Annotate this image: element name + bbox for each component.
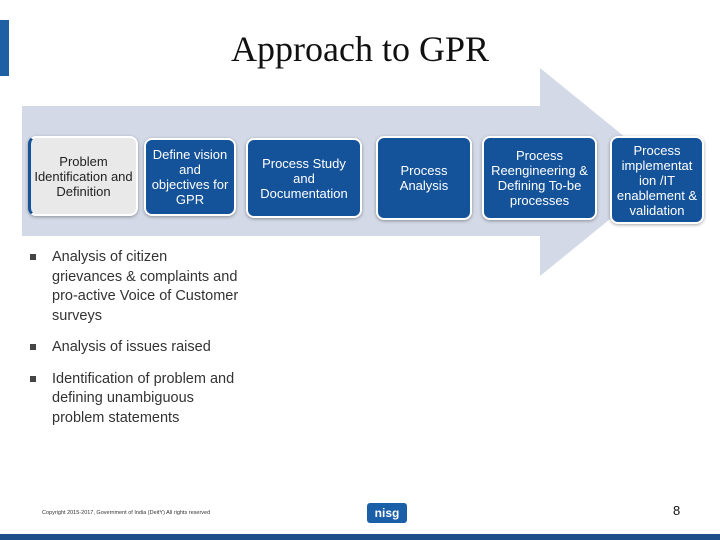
step-label: Problem Identification and Definition	[34, 153, 133, 199]
bottom-accent-bar	[0, 534, 720, 540]
step-label: Define vision and objectives for GPR	[151, 147, 229, 207]
step-label: Process Analysis	[399, 163, 449, 193]
list-item: Identification of problem and defining u…	[30, 370, 240, 429]
page-number: 8	[673, 503, 681, 518]
left-accent-bar	[0, 20, 9, 76]
bullet-text: Analysis of issues raised	[52, 339, 211, 355]
bullet-square-icon	[30, 254, 36, 260]
copyright-text: Copyright 2015-2017, Government of India…	[42, 510, 211, 516]
step-problem-identification[interactable]: Problem Identification and Definition	[28, 136, 138, 216]
bullet-text: Identification of problem and defining u…	[52, 370, 235, 426]
step-process-analysis[interactable]: Process Analysis	[376, 136, 472, 220]
step-process-reengineering[interactable]: Process Reengineering & Defining To-be p…	[482, 136, 597, 220]
step-process-implementation[interactable]: Process implementat ion /IT enablement &…	[610, 136, 704, 224]
bullet-square-icon	[30, 344, 36, 350]
bullet-list: Analysis of citizen grievances & complai…	[30, 248, 240, 440]
step-process-study[interactable]: Process Study and Documentation	[246, 138, 362, 218]
bullet-square-icon	[30, 375, 36, 382]
bullet-text: Analysis of citizen grievances & complai…	[52, 249, 239, 324]
list-item: Analysis of citizen grievances & complai…	[30, 248, 240, 326]
list-item: Analysis of issues raised	[30, 338, 240, 358]
step-label: Process Reengineering & Defining To-be p…	[491, 148, 588, 208]
nisg-logo: nisg	[367, 503, 407, 523]
step-label: Process Study and Documentation	[260, 155, 348, 201]
step-label: Process implementat ion /IT enablement &…	[616, 142, 698, 218]
step-define-vision[interactable]: Define vision and objectives for GPR	[144, 138, 236, 216]
slide-title: Approach to GPR	[231, 29, 489, 69]
